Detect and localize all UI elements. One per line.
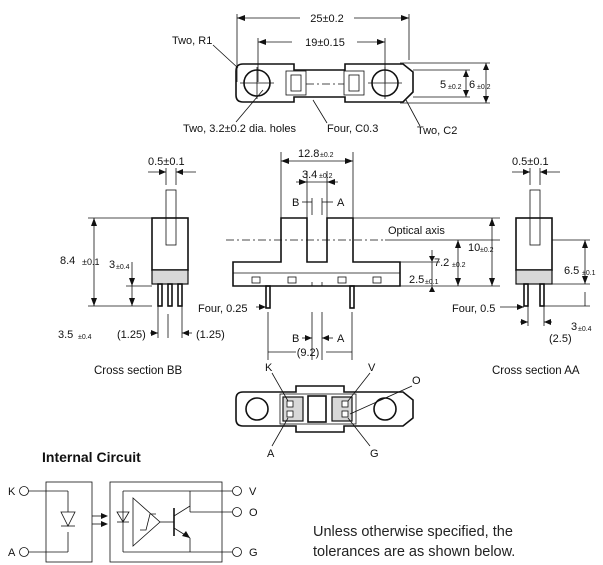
front-width-value: 12.8 [298,148,319,160]
detector-housing [343,70,365,96]
bb-pitch-right: (1.25) [196,329,225,341]
aa-body-outline [515,217,553,271]
holes-note: Two, 3.2±0.2 dia. holes [183,123,297,135]
section-b-label-top: B [292,197,299,209]
top-view: 25±0.2 19±0.15 [172,13,491,137]
front-width-tolerance: ±0.2 [320,152,334,159]
terminal-g-label: G [249,547,258,559]
body-height-value: 6 [469,79,475,91]
section-b-label-bottom: B [292,333,299,345]
emitter-housing [285,70,307,96]
terminal-v [232,486,242,496]
front-height-value: 10 [468,242,480,254]
front-pin-right [349,285,355,309]
front-pin-left [265,285,271,309]
aa-pin-size-note: Four, 0.5 [452,303,495,315]
front-view: 12.8 ±0.2 3.4 ±0.2 B A Optical axis [198,148,500,360]
bottom-body-outline [235,385,414,433]
bottom-pin-g: G [370,448,379,460]
bb-top-dimension: 0.5±0.1 [148,156,185,168]
bottom-pin-o: O [412,375,421,387]
terminal-k-label: K [8,486,16,498]
section-a-label-top: A [337,197,345,209]
terminal-o [232,507,242,517]
amplifier-icon [132,497,161,547]
chamfer-c2-note: Two, C2 [417,125,457,137]
terminal-a [19,547,29,557]
terminal-g [232,547,242,557]
base-height-tolerance: ±0.1 [425,279,439,286]
axis-height-value: 7.2 [434,257,449,269]
terminal-k [19,486,29,496]
hole-pitch-label: 19±0.15 [305,37,345,49]
aa-lead-value: 3 [571,321,577,333]
body-height-tolerance: ±0.2 [477,84,491,91]
aa-pitch: (2.5) [549,333,572,345]
top-body-outline [235,63,414,103]
axis-height-tolerance: ±0.2 [452,262,466,269]
base-height-value: 2.5 [409,274,424,286]
overall-length-dimension: 25±0.2 [237,13,409,25]
bb-bottom-value: 3.5 [58,329,73,341]
aa-lead-tolerance: ±0.4 [578,326,592,333]
bottom-pin-a: A [267,448,275,460]
bottom-view: K V O A G [235,362,421,460]
internal-circuit-heading: Internal Circuit [42,449,141,465]
led-diode-icon [60,511,76,527]
overall-length-label: 25±0.2 [310,13,344,25]
bottom-pin-v: V [368,362,376,374]
terminal-o-label: O [249,507,258,519]
slot-width-value: 3.4 [302,169,317,181]
cross-section-bb: 0.5±0.1 8.4 ±0.1 3 ±0.4 3.5 ±0.4 (1.25) … [58,156,225,377]
bottom-pin-k: K [265,362,273,374]
radius-note: Two, R1 [172,35,212,47]
tolerance-note-line-2: tolerances are as shown below. [313,544,515,560]
bb-mid-value: 3 [109,259,115,271]
bb-caption: Cross section BB [94,365,183,377]
bb-height-value: 8.4 [60,255,75,267]
photodiode-icon [116,511,130,523]
slot-height-value: 5 [440,79,446,91]
terminal-a-label: A [8,547,16,559]
bb-pitch-left: (1.25) [117,329,146,341]
tolerance-note-line-1: Unless otherwise specified, the [313,524,513,540]
terminal-v-label: V [249,486,257,498]
bottom-center-block [307,395,327,423]
pin-spacing-label: (9.2) [297,347,320,359]
slot-width-tolerance: ±0.2 [319,173,333,180]
internal-circuit: Internal Circuit K A [8,449,258,563]
aa-height-tolerance: ±0.1 [582,270,596,277]
aa-height-value: 6.5 [564,265,579,277]
front-body-outline [232,217,401,287]
front-height-tolerance: ±0.2 [480,247,494,254]
slot-height-tolerance: ±0.2 [448,84,462,91]
optical-axis-label: Optical axis [388,225,445,237]
aa-caption: Cross section AA [492,365,580,377]
hole-pitch-dimension: 19±0.15 [258,37,385,49]
section-a-label-bottom: A [337,333,345,345]
bb-body-outline [151,217,189,271]
bb-bottom-tolerance: ±0.4 [78,334,92,341]
transistor-icon [182,531,190,538]
cross-section-aa: 0.5±0.1 6.5 ±0.1 Four, 0.5 3 ±0.4 (2.5) … [452,156,596,377]
bb-height-tolerance: ±0.1 [82,257,99,267]
tolerance-note: Unless otherwise specified, the toleranc… [313,524,515,560]
bb-mid-tolerance: ±0.4 [116,264,130,271]
chamfer-c03-note: Four, C0.3 [327,123,378,135]
pin-size-note: Four, 0.25 [198,303,248,315]
aa-top-dimension: 0.5±0.1 [512,156,549,168]
